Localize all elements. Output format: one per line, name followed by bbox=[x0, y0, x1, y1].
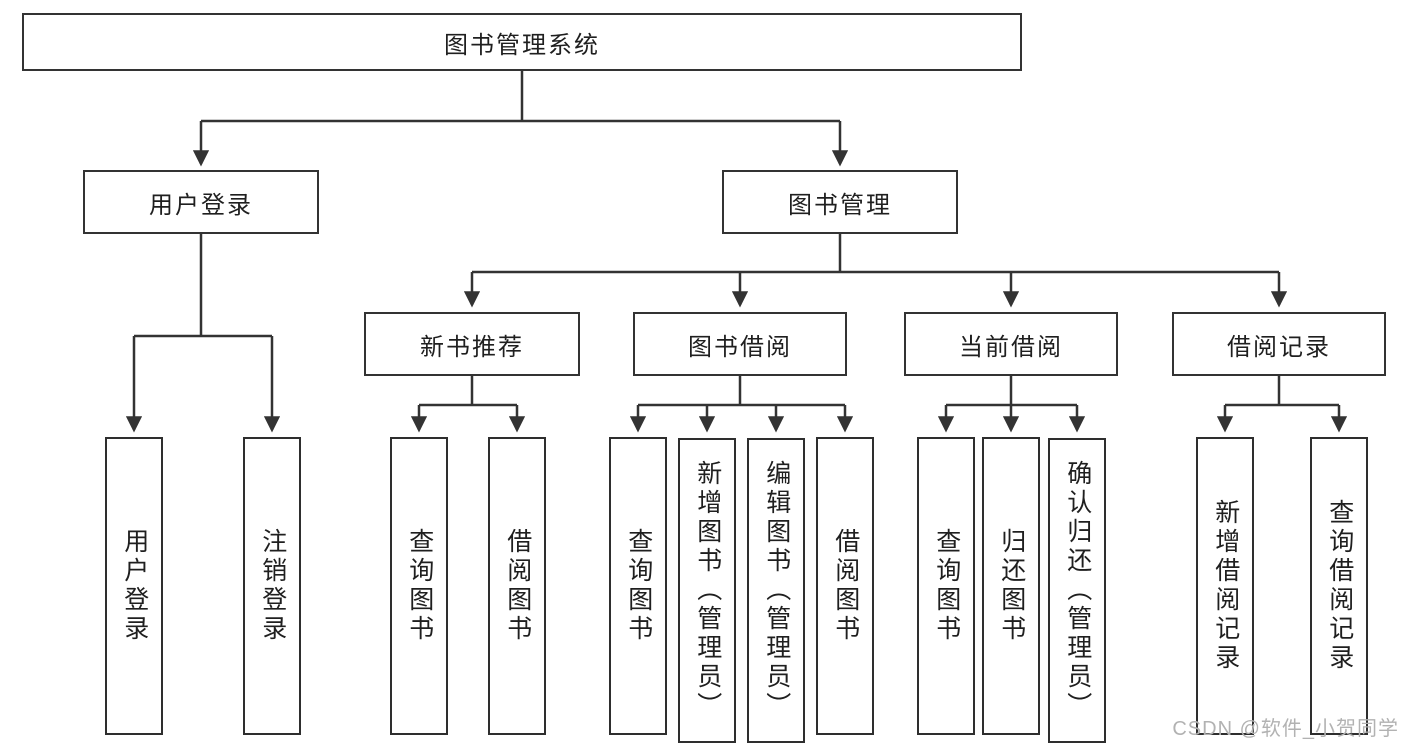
leaf-newbook-borrow-label: 借阅图书 bbox=[503, 528, 532, 644]
leaf-user-login-label: 用户登录 bbox=[120, 528, 149, 644]
leaf-record-add-label: 新增借阅记录 bbox=[1211, 499, 1240, 673]
node-new-book-recommend: 新书推荐 bbox=[364, 312, 580, 376]
leaf-current-confirm-admin-label: 确认归还（管理员） bbox=[1063, 460, 1092, 721]
node-book-borrow-label: 图书借阅 bbox=[688, 333, 792, 361]
csdn-watermark: CSDN @软件_小贺同学 bbox=[1172, 718, 1399, 740]
node-borrow-record: 借阅记录 bbox=[1172, 312, 1386, 376]
node-book-management: 图书管理 bbox=[722, 170, 958, 234]
node-root-label: 图书管理系统 bbox=[444, 31, 600, 59]
leaf-newbook-borrow: 借阅图书 bbox=[488, 437, 546, 735]
leaf-user-login: 用户登录 bbox=[105, 437, 163, 735]
leaf-record-query: 查询借阅记录 bbox=[1310, 437, 1368, 735]
leaf-current-confirm-admin: 确认归还（管理员） bbox=[1048, 438, 1106, 743]
leaf-borrow-edit-admin-label: 编辑图书（管理员） bbox=[762, 460, 791, 721]
leaf-borrow-add-admin: 新增图书（管理员） bbox=[678, 438, 736, 743]
leaf-borrow-borrow: 借阅图书 bbox=[816, 437, 874, 735]
node-root: 图书管理系统 bbox=[22, 13, 1022, 71]
leaf-current-return-label: 归还图书 bbox=[997, 528, 1026, 644]
leaf-record-query-label: 查询借阅记录 bbox=[1325, 499, 1354, 673]
leaf-newbook-query: 查询图书 bbox=[390, 437, 448, 735]
node-user-login: 用户登录 bbox=[83, 170, 319, 234]
node-current-borrow: 当前借阅 bbox=[904, 312, 1118, 376]
leaf-borrow-query: 查询图书 bbox=[609, 437, 667, 735]
leaf-borrow-query-label: 查询图书 bbox=[624, 528, 653, 644]
leaf-current-query-label: 查询图书 bbox=[932, 528, 961, 644]
leaf-logout-label: 注销登录 bbox=[258, 528, 287, 644]
leaf-record-add: 新增借阅记录 bbox=[1196, 437, 1254, 735]
node-current-borrow-label: 当前借阅 bbox=[959, 333, 1063, 361]
node-book-management-label: 图书管理 bbox=[788, 191, 892, 219]
leaf-current-query: 查询图书 bbox=[917, 437, 975, 735]
node-borrow-record-label: 借阅记录 bbox=[1227, 333, 1331, 361]
node-book-borrow: 图书借阅 bbox=[633, 312, 847, 376]
leaf-current-return: 归还图书 bbox=[982, 437, 1040, 735]
leaf-logout: 注销登录 bbox=[243, 437, 301, 735]
node-new-book-recommend-label: 新书推荐 bbox=[420, 333, 524, 361]
leaf-borrow-edit-admin: 编辑图书（管理员） bbox=[747, 438, 805, 743]
node-user-login-label: 用户登录 bbox=[149, 191, 253, 219]
leaf-borrow-borrow-label: 借阅图书 bbox=[831, 528, 860, 644]
leaf-newbook-query-label: 查询图书 bbox=[405, 528, 434, 644]
leaf-borrow-add-admin-label: 新增图书（管理员） bbox=[693, 460, 722, 721]
